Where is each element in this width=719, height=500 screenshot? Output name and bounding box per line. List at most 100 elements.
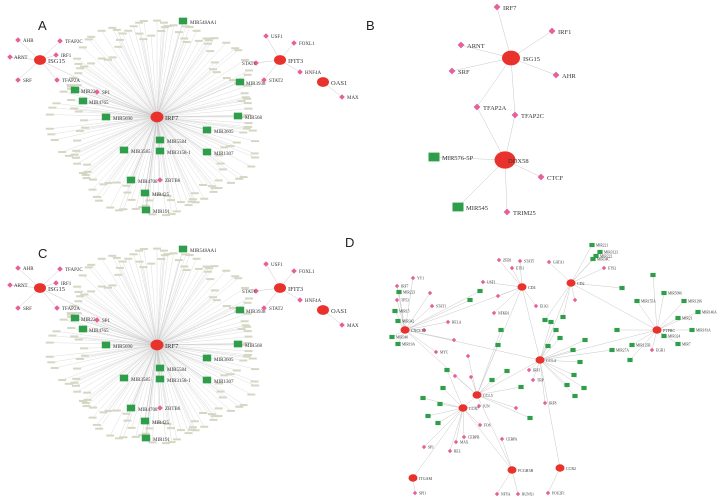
- leaf-label-mark: [135, 32, 144, 35]
- edge: [156, 344, 231, 412]
- node-mir548aa1: [178, 245, 188, 253]
- node-hnf4a: [297, 69, 303, 75]
- leaf-label-mark: [218, 168, 227, 171]
- leaf-label-mark: [204, 39, 213, 42]
- node-label-ets1: ETS1: [516, 267, 524, 271]
- leaf-label-mark: [129, 25, 138, 28]
- node-usf1: [480, 279, 486, 285]
- edge: [116, 344, 158, 411]
- node-label-mir155a: MIR155A: [641, 300, 656, 304]
- leaf-label-mark: [215, 382, 224, 385]
- node-label-mir4708: MIR4708: [138, 408, 158, 413]
- leaf-label-mark: [73, 84, 82, 87]
- leaf-label-mark: [247, 393, 256, 396]
- edge: [156, 116, 231, 147]
- edge: [54, 116, 158, 141]
- edge: [156, 336, 249, 346]
- edge: [156, 74, 248, 118]
- node-mir425: [140, 189, 150, 197]
- node-mir191: [141, 434, 151, 442]
- node-stat5: [517, 258, 523, 264]
- edge: [156, 41, 187, 118]
- leaf-label-mark: [135, 260, 144, 263]
- node-egr1: [649, 347, 655, 353]
- mirna-node: [581, 385, 587, 391]
- node-label-mir223: MIR223: [403, 291, 415, 295]
- node-mir3158-1: [155, 375, 165, 383]
- edge: [570, 267, 605, 284]
- edge: [76, 344, 158, 369]
- leaf-label-mark: [75, 129, 84, 132]
- edge: [116, 116, 158, 183]
- leaf-label-mark: [66, 312, 75, 315]
- leaf-label-mark: [69, 304, 78, 307]
- edge: [101, 258, 158, 346]
- node-tfap2a: [54, 305, 60, 311]
- edge: [656, 311, 699, 331]
- edge: [156, 26, 169, 118]
- edge: [156, 116, 253, 131]
- edge: [77, 286, 158, 346]
- tf-node: [427, 290, 433, 296]
- leaf-label-mark: [112, 181, 121, 184]
- edge: [84, 344, 158, 349]
- leaf-label-mark: [64, 154, 73, 157]
- edge: [156, 116, 189, 206]
- node-label-tfap2a: TFAP2A: [483, 105, 507, 112]
- node-cxcl10: [400, 326, 410, 334]
- edge: [156, 102, 248, 118]
- leaf-label-mark: [222, 269, 231, 272]
- edge: [521, 286, 537, 307]
- tf-node: [451, 337, 457, 343]
- edge: [101, 286, 158, 346]
- edge: [96, 319, 158, 346]
- leaf-label-mark: [208, 296, 217, 299]
- leaf-label-mark: [135, 249, 144, 252]
- edge: [476, 344, 499, 396]
- leaf-label-mark: [169, 24, 178, 27]
- node-label-hnf4a: HNF4A: [305, 299, 322, 304]
- edge: [135, 116, 158, 209]
- leaf-label-mark: [204, 267, 213, 270]
- node-mir15: [392, 308, 398, 314]
- leaf-label-mark: [242, 127, 251, 130]
- edge: [70, 86, 158, 118]
- leaf-label-mark: [45, 341, 54, 344]
- node-mir146a: [695, 309, 701, 315]
- edge: [156, 305, 227, 346]
- node-mir3158-1: [155, 147, 165, 155]
- node-irf7: [493, 3, 501, 11]
- edge: [156, 344, 249, 356]
- node-rela: [445, 319, 451, 325]
- edge: [112, 27, 158, 118]
- edge: [156, 38, 185, 118]
- edge: [631, 329, 658, 346]
- edge: [476, 57, 512, 108]
- leaf-label-mark: [131, 435, 140, 438]
- edge: [112, 255, 158, 346]
- leaf-label-mark: [172, 210, 181, 213]
- mirna-node: [545, 343, 551, 349]
- leaf-label-mark: [129, 253, 138, 256]
- leaf-label-mark: [145, 427, 154, 430]
- edge: [156, 344, 253, 359]
- edge: [156, 344, 196, 422]
- leaf-label-mark: [75, 357, 84, 360]
- mirna-node: [650, 272, 656, 278]
- edge: [446, 369, 464, 409]
- node-label-irf7: IRF7: [503, 5, 517, 12]
- leaf-label-mark: [188, 426, 197, 429]
- node-mir4708: [126, 176, 136, 184]
- leaf-label-mark: [58, 378, 67, 381]
- tf-node: [495, 293, 501, 299]
- edge: [156, 302, 248, 346]
- edge: [156, 48, 236, 118]
- node-label-usf1: USF1: [487, 281, 496, 285]
- leaf-label-mark: [241, 58, 250, 61]
- leaf-label-mark: [242, 355, 251, 358]
- node-label-mir5690: MIR5690: [113, 345, 133, 350]
- leaf-label-mark: [122, 184, 131, 187]
- node-label-trim25: TRIM25: [513, 210, 536, 217]
- edge: [570, 244, 593, 284]
- edge: [107, 59, 158, 118]
